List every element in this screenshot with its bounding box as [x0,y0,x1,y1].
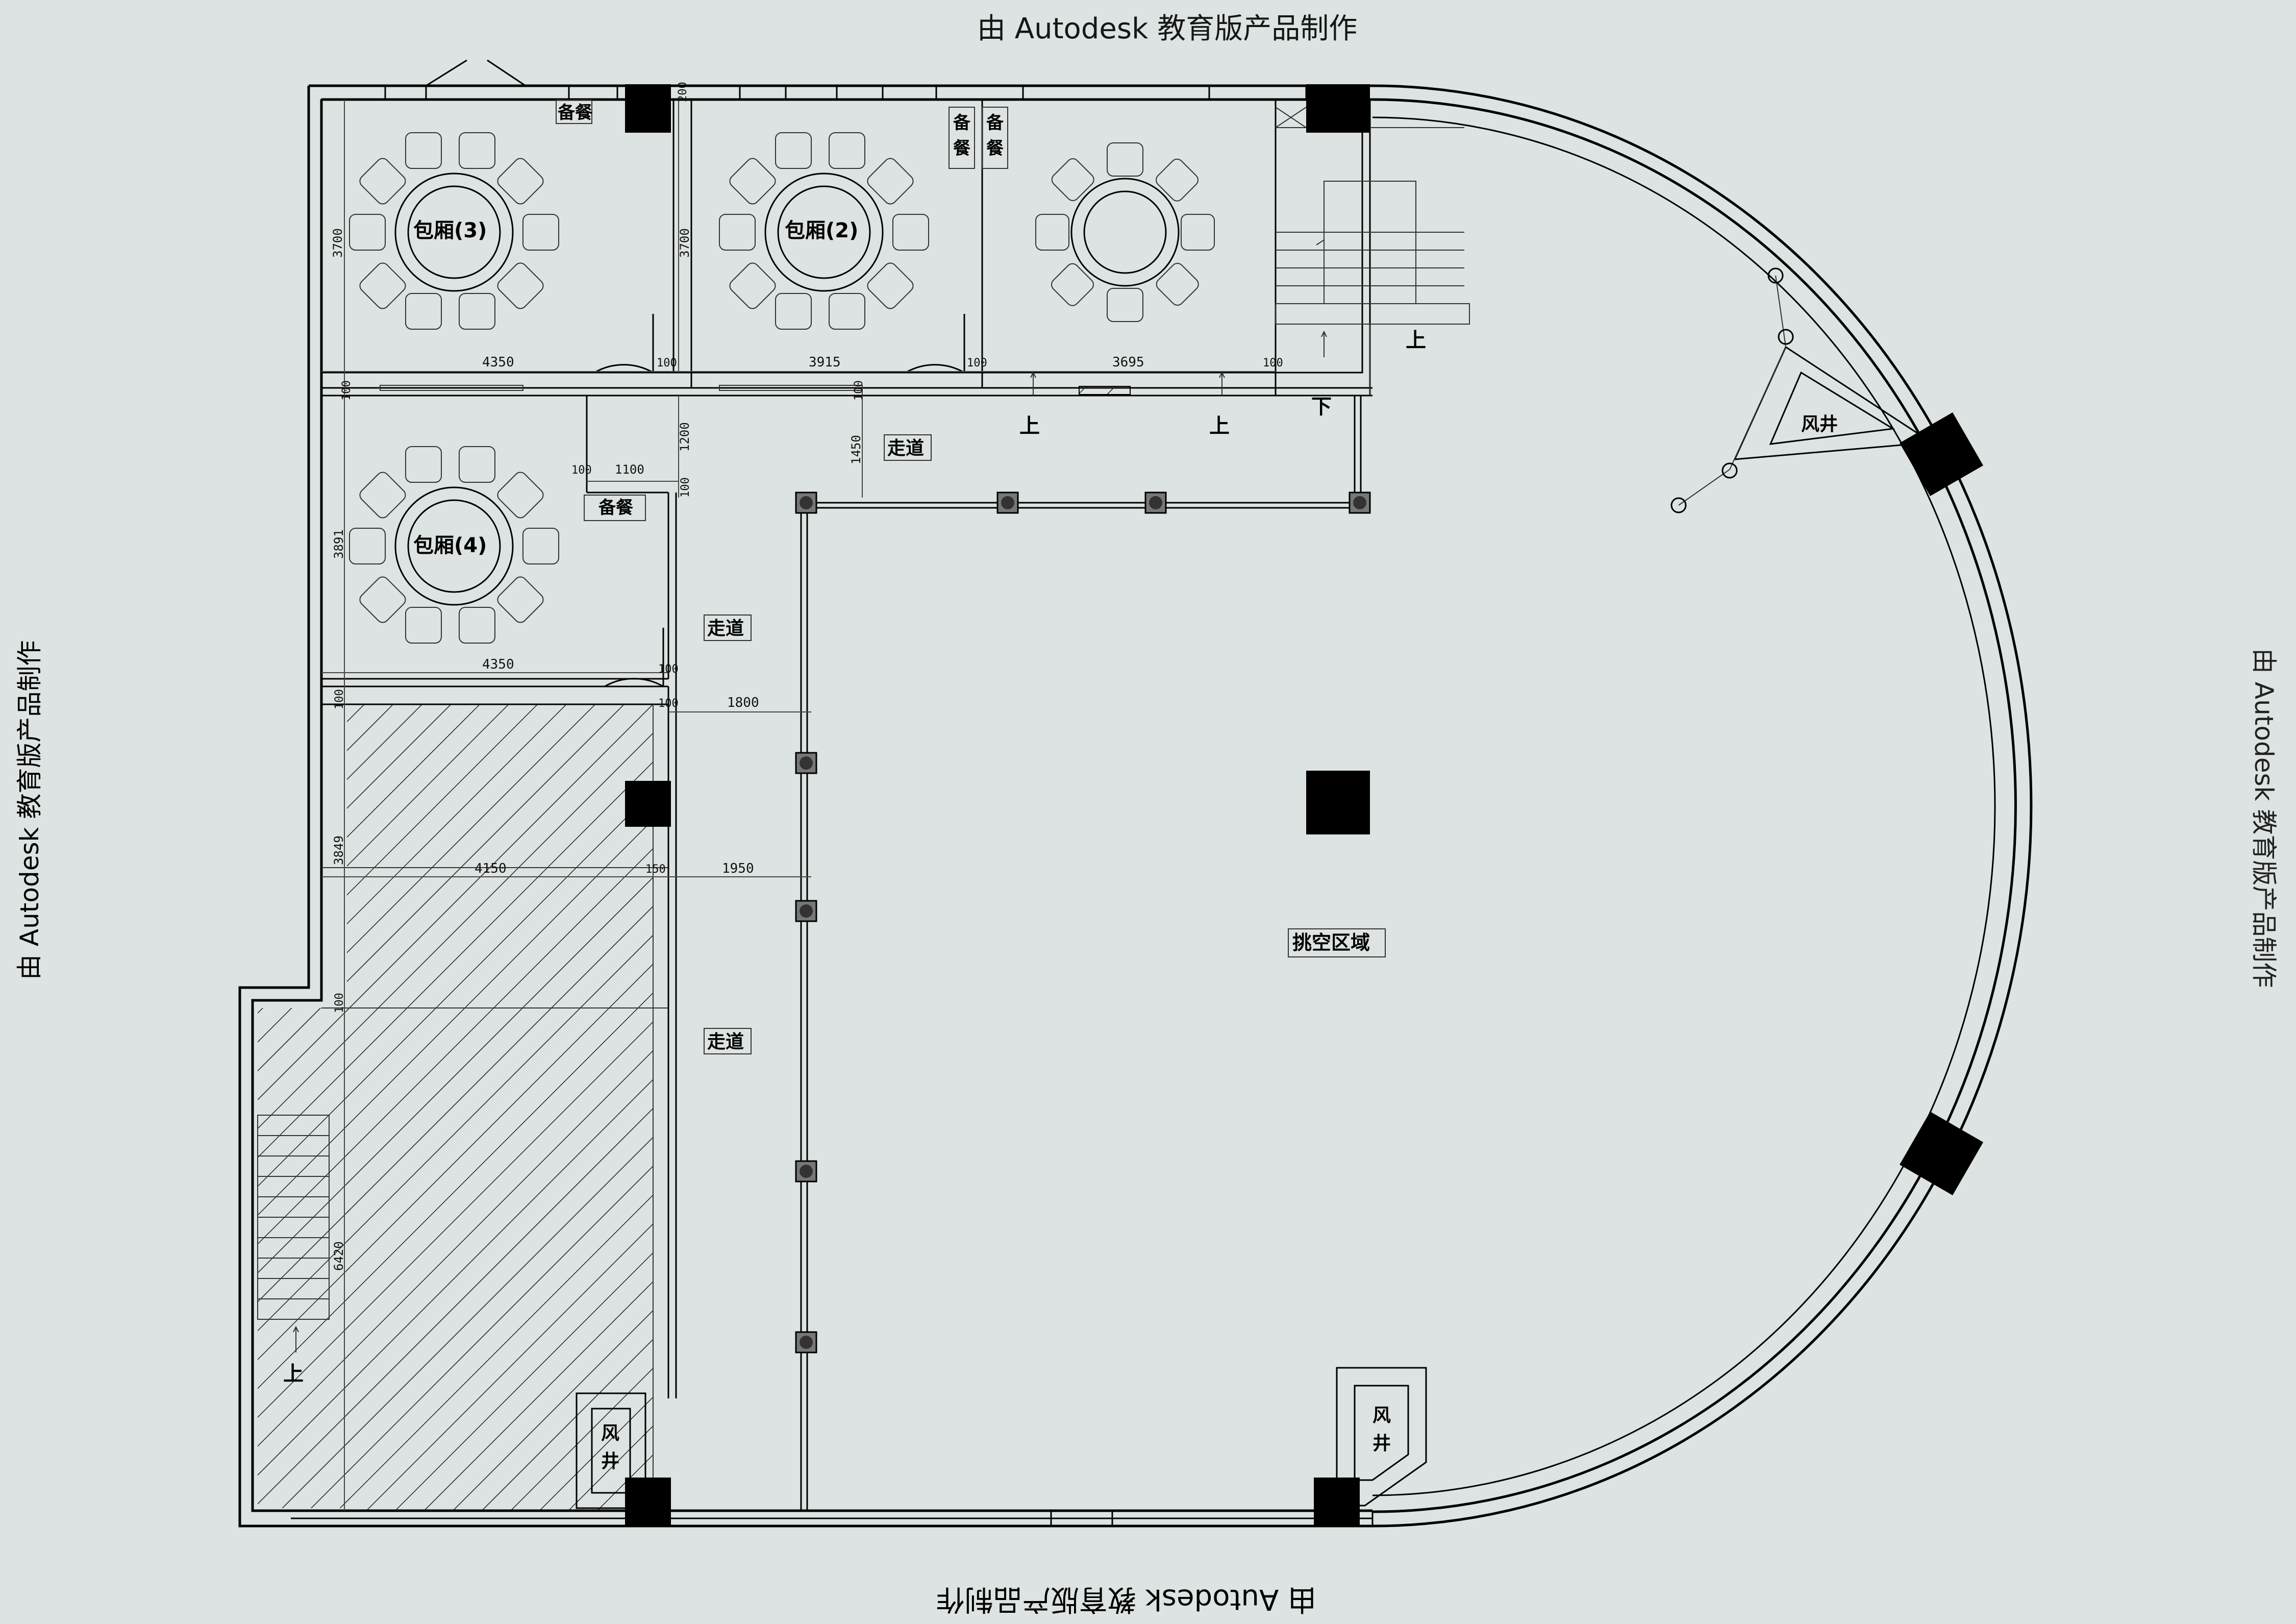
label-up-corridor-1: 上 [1019,414,1040,438]
railing-posts [795,491,1371,1354]
label-pantry-v2-char1: 备 [986,113,1004,133]
label-pantry-v1-char2: 餐 [953,138,970,159]
watermark-right: 由 Autodesk 教育版产品制作 [2249,648,2279,988]
table-room-3 [349,132,559,330]
dim-100-e: 100 [658,697,679,710]
dim-100-j: 100 [333,689,346,709]
watermark-top: 由 Autodesk 教育版产品制作 [977,12,1357,45]
dimension-texts: 4350 3915 3695 100 100 100 4350 100 100 … [331,82,1283,1271]
air-shafts [576,267,1919,1509]
table-room-4 [349,446,559,644]
watermark-bottom: 由 Autodesk 教育版产品制作 [936,1583,1316,1616]
label-pantry-v2-char2: 餐 [986,138,1004,159]
dim-4150: 4150 [475,861,507,876]
post [795,752,817,774]
dim-3915: 3915 [809,355,841,370]
column [1306,84,1370,133]
dim-4350-top: 4350 [482,355,514,370]
dim-3700-a: 3700 [331,228,345,258]
post [795,491,817,514]
hatched-area-upper [347,704,653,1511]
label-air-shaft-br-char1: 风 [1372,1405,1391,1426]
dim-100-c: 100 [1263,357,1283,370]
watermarks: 由 Autodesk 教育版产品制作 由 Autodesk 教育版产品制作 由 … [15,12,2279,1616]
label-air-shaft-bl-char2: 井 [601,1451,619,1472]
label-air-shaft-br-char2: 井 [1372,1433,1391,1454]
post [996,491,1019,514]
dim-100-b: 100 [967,357,987,370]
label-down-stair: 下 [1311,395,1332,419]
post [795,1160,817,1183]
dim-100-i: 100 [679,477,692,498]
column [1900,1112,1983,1195]
dim-150: 150 [645,863,666,876]
label-up-stair-bottom: 上 [283,1362,304,1386]
label-private-room-3: 包厢(3) [413,219,487,242]
dim-100-h: 100 [853,380,865,401]
dim-1100: 1100 [615,462,644,477]
label-corridor-mid: 走道 [707,618,744,639]
watermark-left: 由 Autodesk 教育版产品制作 [15,641,44,980]
dim-1200: 1200 [678,422,692,452]
column [1900,412,1983,496]
post [1349,491,1371,514]
dim-3891: 3891 [332,529,346,559]
dim-1800: 1800 [727,695,759,710]
post [1144,491,1167,514]
label-corridor-top: 走道 [887,438,924,459]
dimension-lines [321,100,1276,1511]
dim-200: 200 [677,82,689,102]
column [1306,771,1370,834]
room-labels: 包厢(3) 包厢(2) 包厢(4) 备餐 备餐 备 餐 备 餐 走道 走道 走道… [283,100,1838,1472]
dim-100-k: 100 [333,993,346,1013]
column [625,781,671,827]
label-pantry-room4: 备餐 [598,498,633,518]
stair-arrows [293,239,1327,1352]
dim-100-a: 100 [657,357,677,370]
label-up-corridor-2: 上 [1209,414,1230,438]
label-private-room-4: 包厢(4) [413,534,487,557]
column [625,1478,671,1526]
dim-3695: 3695 [1112,355,1144,370]
label-air-shaft-bl-char1: 风 [601,1423,619,1444]
label-pantry-v1-char1: 备 [953,113,971,133]
dim-3849: 3849 [332,835,346,865]
label-up-stair-top: 上 [1406,329,1426,352]
column [625,84,671,133]
dim-3700-b: 3700 [678,228,692,258]
label-corridor-bottom: 走道 [707,1031,744,1052]
label-pantry-top: 备餐 [558,103,592,123]
grille [1079,386,1131,395]
dim-1450: 1450 [849,435,863,464]
dim-6420: 6420 [332,1241,346,1271]
columns [625,84,1983,1526]
table-room-1 [1035,142,1215,322]
label-air-shaft-right: 风井 [1801,414,1838,435]
label-atrium: 挑空区域 [1292,931,1370,954]
dim-100-d: 100 [658,663,679,676]
table-room-2 [719,132,929,330]
label-private-room-2: 包厢(2) [785,219,858,242]
post [795,1331,817,1354]
post [795,900,817,922]
dim-1950: 1950 [722,861,754,876]
curved-facade [1371,84,2033,1528]
dim-100-f: 100 [571,464,592,477]
dim-100-g: 100 [340,380,353,401]
dim-4350-mid: 4350 [482,657,514,672]
